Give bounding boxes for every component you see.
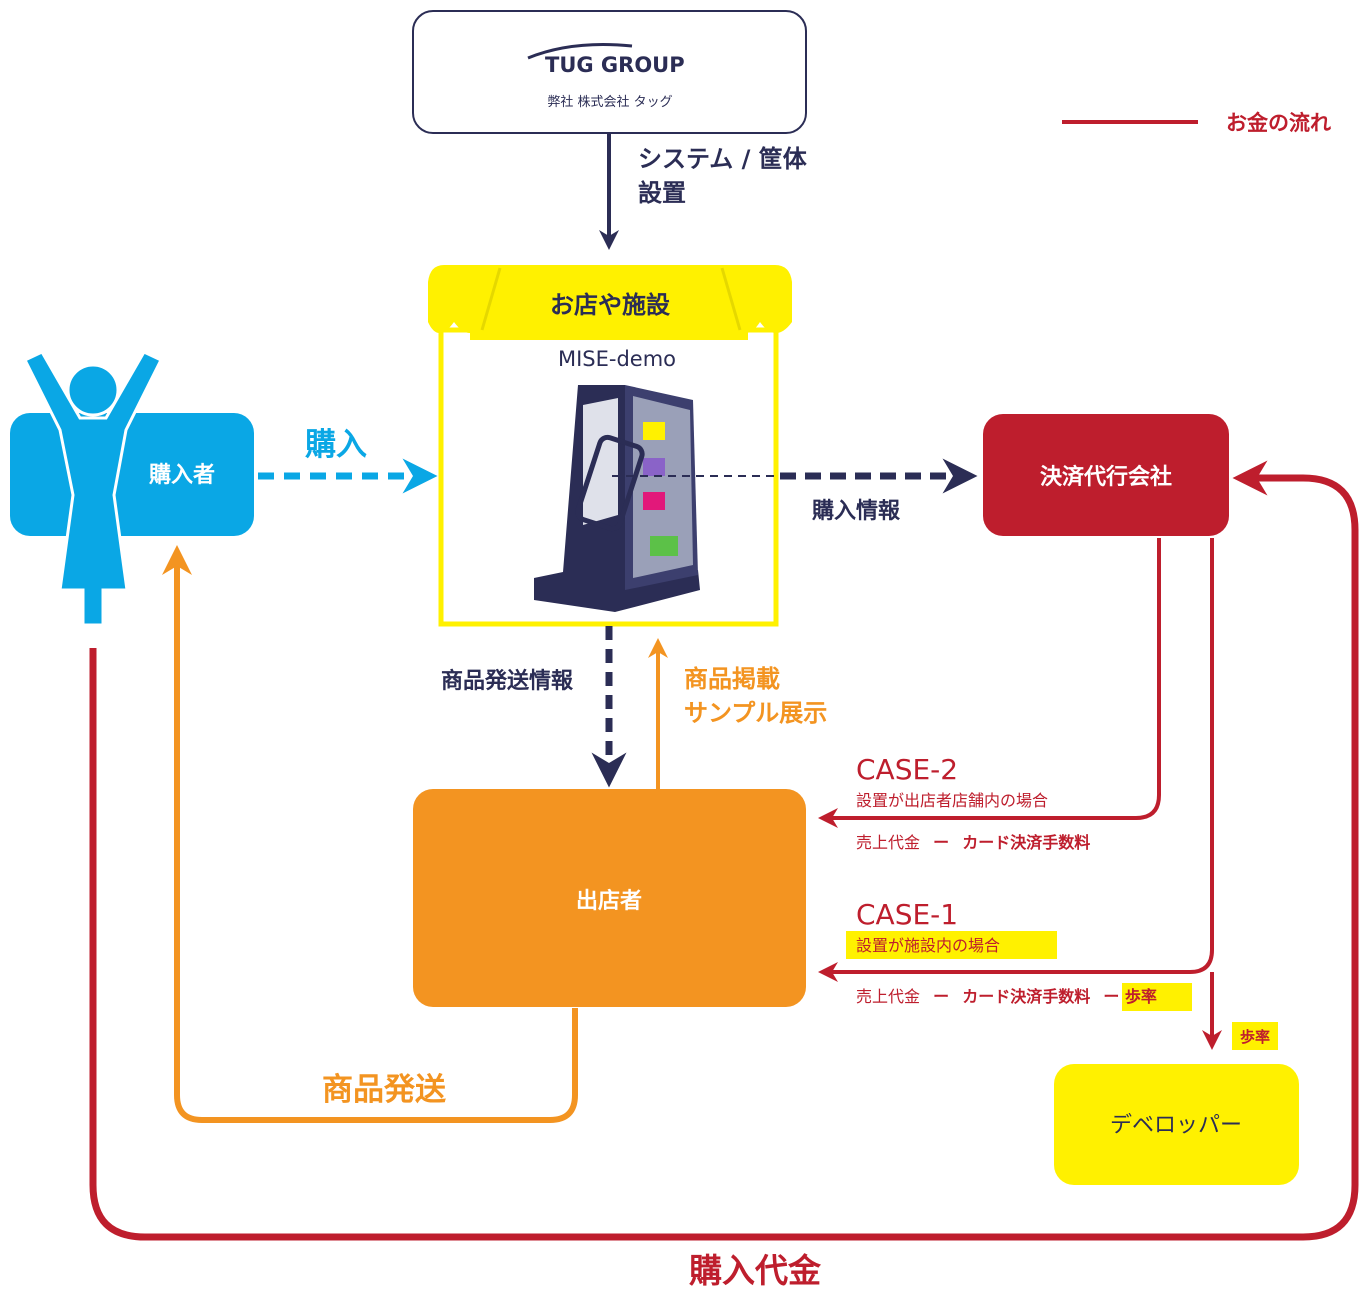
case2-title: CASE-2	[856, 753, 958, 786]
case1-formula-highlight	[1122, 983, 1192, 1011]
case1-formula: 売上代金 ー カード決済手数料 ー 歩率	[856, 987, 1157, 1006]
case1-formula-minus: ー	[933, 987, 949, 1006]
shop-storefront	[428, 265, 792, 627]
developer-label: デベロッパー	[1110, 1113, 1242, 1138]
system-label-1: システム / 筐体	[638, 145, 808, 173]
device-name: MISE-demo	[558, 347, 676, 371]
case1-path	[818, 538, 1214, 982]
case1-formula-a: 売上代金	[856, 987, 920, 1006]
seller-label: 出店者	[576, 889, 642, 914]
case1-title: CASE-1	[856, 898, 958, 931]
case2-path	[818, 538, 1161, 828]
case2-formula-minus: ー	[933, 833, 949, 852]
buyer-label: 購入者	[149, 463, 215, 488]
developer-box	[1054, 1064, 1299, 1185]
purchase-info-label: 購入情報	[812, 498, 901, 524]
kiosk-device	[534, 385, 700, 612]
listing-label-1: 商品掲載	[684, 665, 780, 693]
royalty-label: 歩率	[1240, 1028, 1270, 1046]
case2-formula-b: カード決済手数料	[962, 833, 1090, 852]
shipping-label: 商品発送	[322, 1072, 446, 1108]
legend-label: お金の流れ	[1226, 111, 1331, 135]
system-label-2: 設置	[638, 179, 686, 207]
seller-box	[413, 789, 806, 1007]
person-icon	[22, 350, 164, 627]
case1-desc-highlight	[846, 931, 1057, 959]
case1-formula-c: ー 歩率	[1103, 987, 1157, 1006]
payment-agency-box	[983, 414, 1229, 536]
tug-box	[412, 10, 807, 134]
tug-company: 弊社 株式会社 タッグ	[547, 94, 672, 110]
case2-desc: 設置が出店者店舗内の場合	[856, 791, 1048, 810]
tug-logo: TUG GROUP	[527, 43, 685, 77]
smartphone-icon	[575, 434, 645, 532]
purchase-price-path	[89, 460, 1359, 1241]
shop-title: お店や施設	[550, 291, 671, 319]
shipping-info-label: 商品発送情報	[441, 668, 574, 694]
purchase-price-label: 購入代金	[689, 1251, 822, 1290]
royalty-highlight	[1232, 1022, 1278, 1050]
case1-formula-b: カード決済手数料	[962, 987, 1090, 1006]
shipping-path	[162, 545, 578, 1123]
tug-logo-text: TUG GROUP	[545, 53, 685, 77]
case1-desc: 設置が施設内の場合	[856, 936, 1000, 955]
listing-label-2: サンプル展示	[684, 699, 827, 727]
buyer-box	[10, 413, 254, 536]
case2-formula-a: 売上代金	[856, 833, 920, 852]
purchase-label: 購入	[305, 427, 367, 463]
payment-agency-label: 決済代行会社	[1040, 464, 1172, 490]
case2-formula: 売上代金 ー カード決済手数料	[856, 833, 1090, 852]
